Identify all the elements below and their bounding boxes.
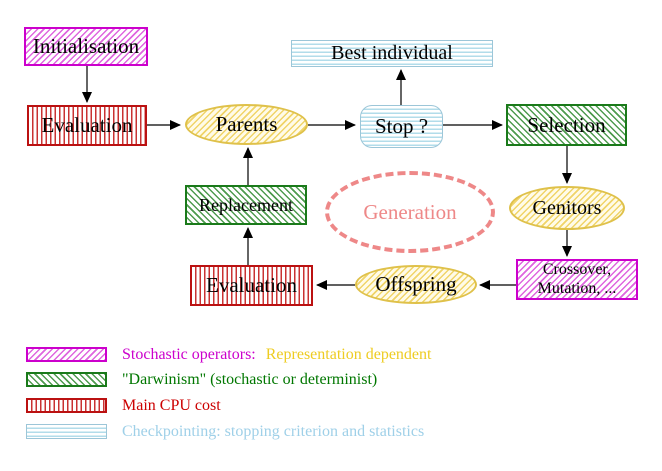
node-label: Initialisation (32, 34, 140, 58)
legend-label-main-cpu-cost: Main CPU cost (122, 396, 221, 416)
node-label-line2: Mutation, ... (537, 279, 617, 297)
node-generation-loop: Generation (325, 171, 495, 253)
legend-text-suffix: Representation dependent (265, 346, 432, 363)
node-evaluation-top: Evaluation (27, 105, 147, 146)
legend-text: Checkpointing: stopping criterion and st… (122, 423, 425, 440)
legend-swatch-darwinism (26, 372, 107, 387)
node-label-line1: Crossover, (542, 261, 612, 279)
node-initialisation: Initialisation (24, 27, 148, 66)
node-evaluation-bottom: Evaluation (190, 265, 313, 306)
legend-text: Stochastic operators: (122, 346, 256, 363)
node-label: Genitors (532, 196, 602, 219)
node-label: Evaluation (41, 113, 133, 137)
legend-swatch-main-cpu-cost (26, 398, 107, 413)
node-label: Generation (363, 199, 457, 224)
node-label: Selection (527, 112, 606, 137)
node-selection: Selection (506, 104, 627, 146)
node-label: Best individual (331, 42, 453, 64)
legend-label-stochastic-operators: Stochastic operators: Representation depe… (122, 345, 431, 365)
node-crossover-mutation: Crossover, Mutation, ... (516, 259, 638, 300)
node-label: Replacement (199, 194, 293, 215)
legend-swatch-stochastic-operators (26, 347, 107, 362)
node-parents: Parents (185, 104, 308, 145)
node-label: Parents (215, 112, 278, 136)
node-label: Evaluation (206, 273, 297, 297)
legend-label-darwinism: "Darwinism" (stochastic or determinist) (122, 370, 377, 390)
node-replacement: Replacement (185, 185, 307, 225)
legend-swatch-checkpointing (26, 424, 107, 439)
node-label: Stop ? (374, 114, 429, 138)
node-stop: Stop ? (360, 105, 443, 148)
node-label: Offspring (375, 272, 457, 296)
node-offspring: Offspring (355, 265, 477, 304)
legend-text: Main CPU cost (122, 397, 221, 414)
node-best-individual: Best individual (291, 40, 493, 67)
legend-text: "Darwinism" (stochastic or determinist) (122, 371, 378, 388)
node-genitors: Genitors (509, 186, 625, 230)
legend-label-checkpointing: Checkpointing: stopping criterion and st… (122, 422, 424, 442)
